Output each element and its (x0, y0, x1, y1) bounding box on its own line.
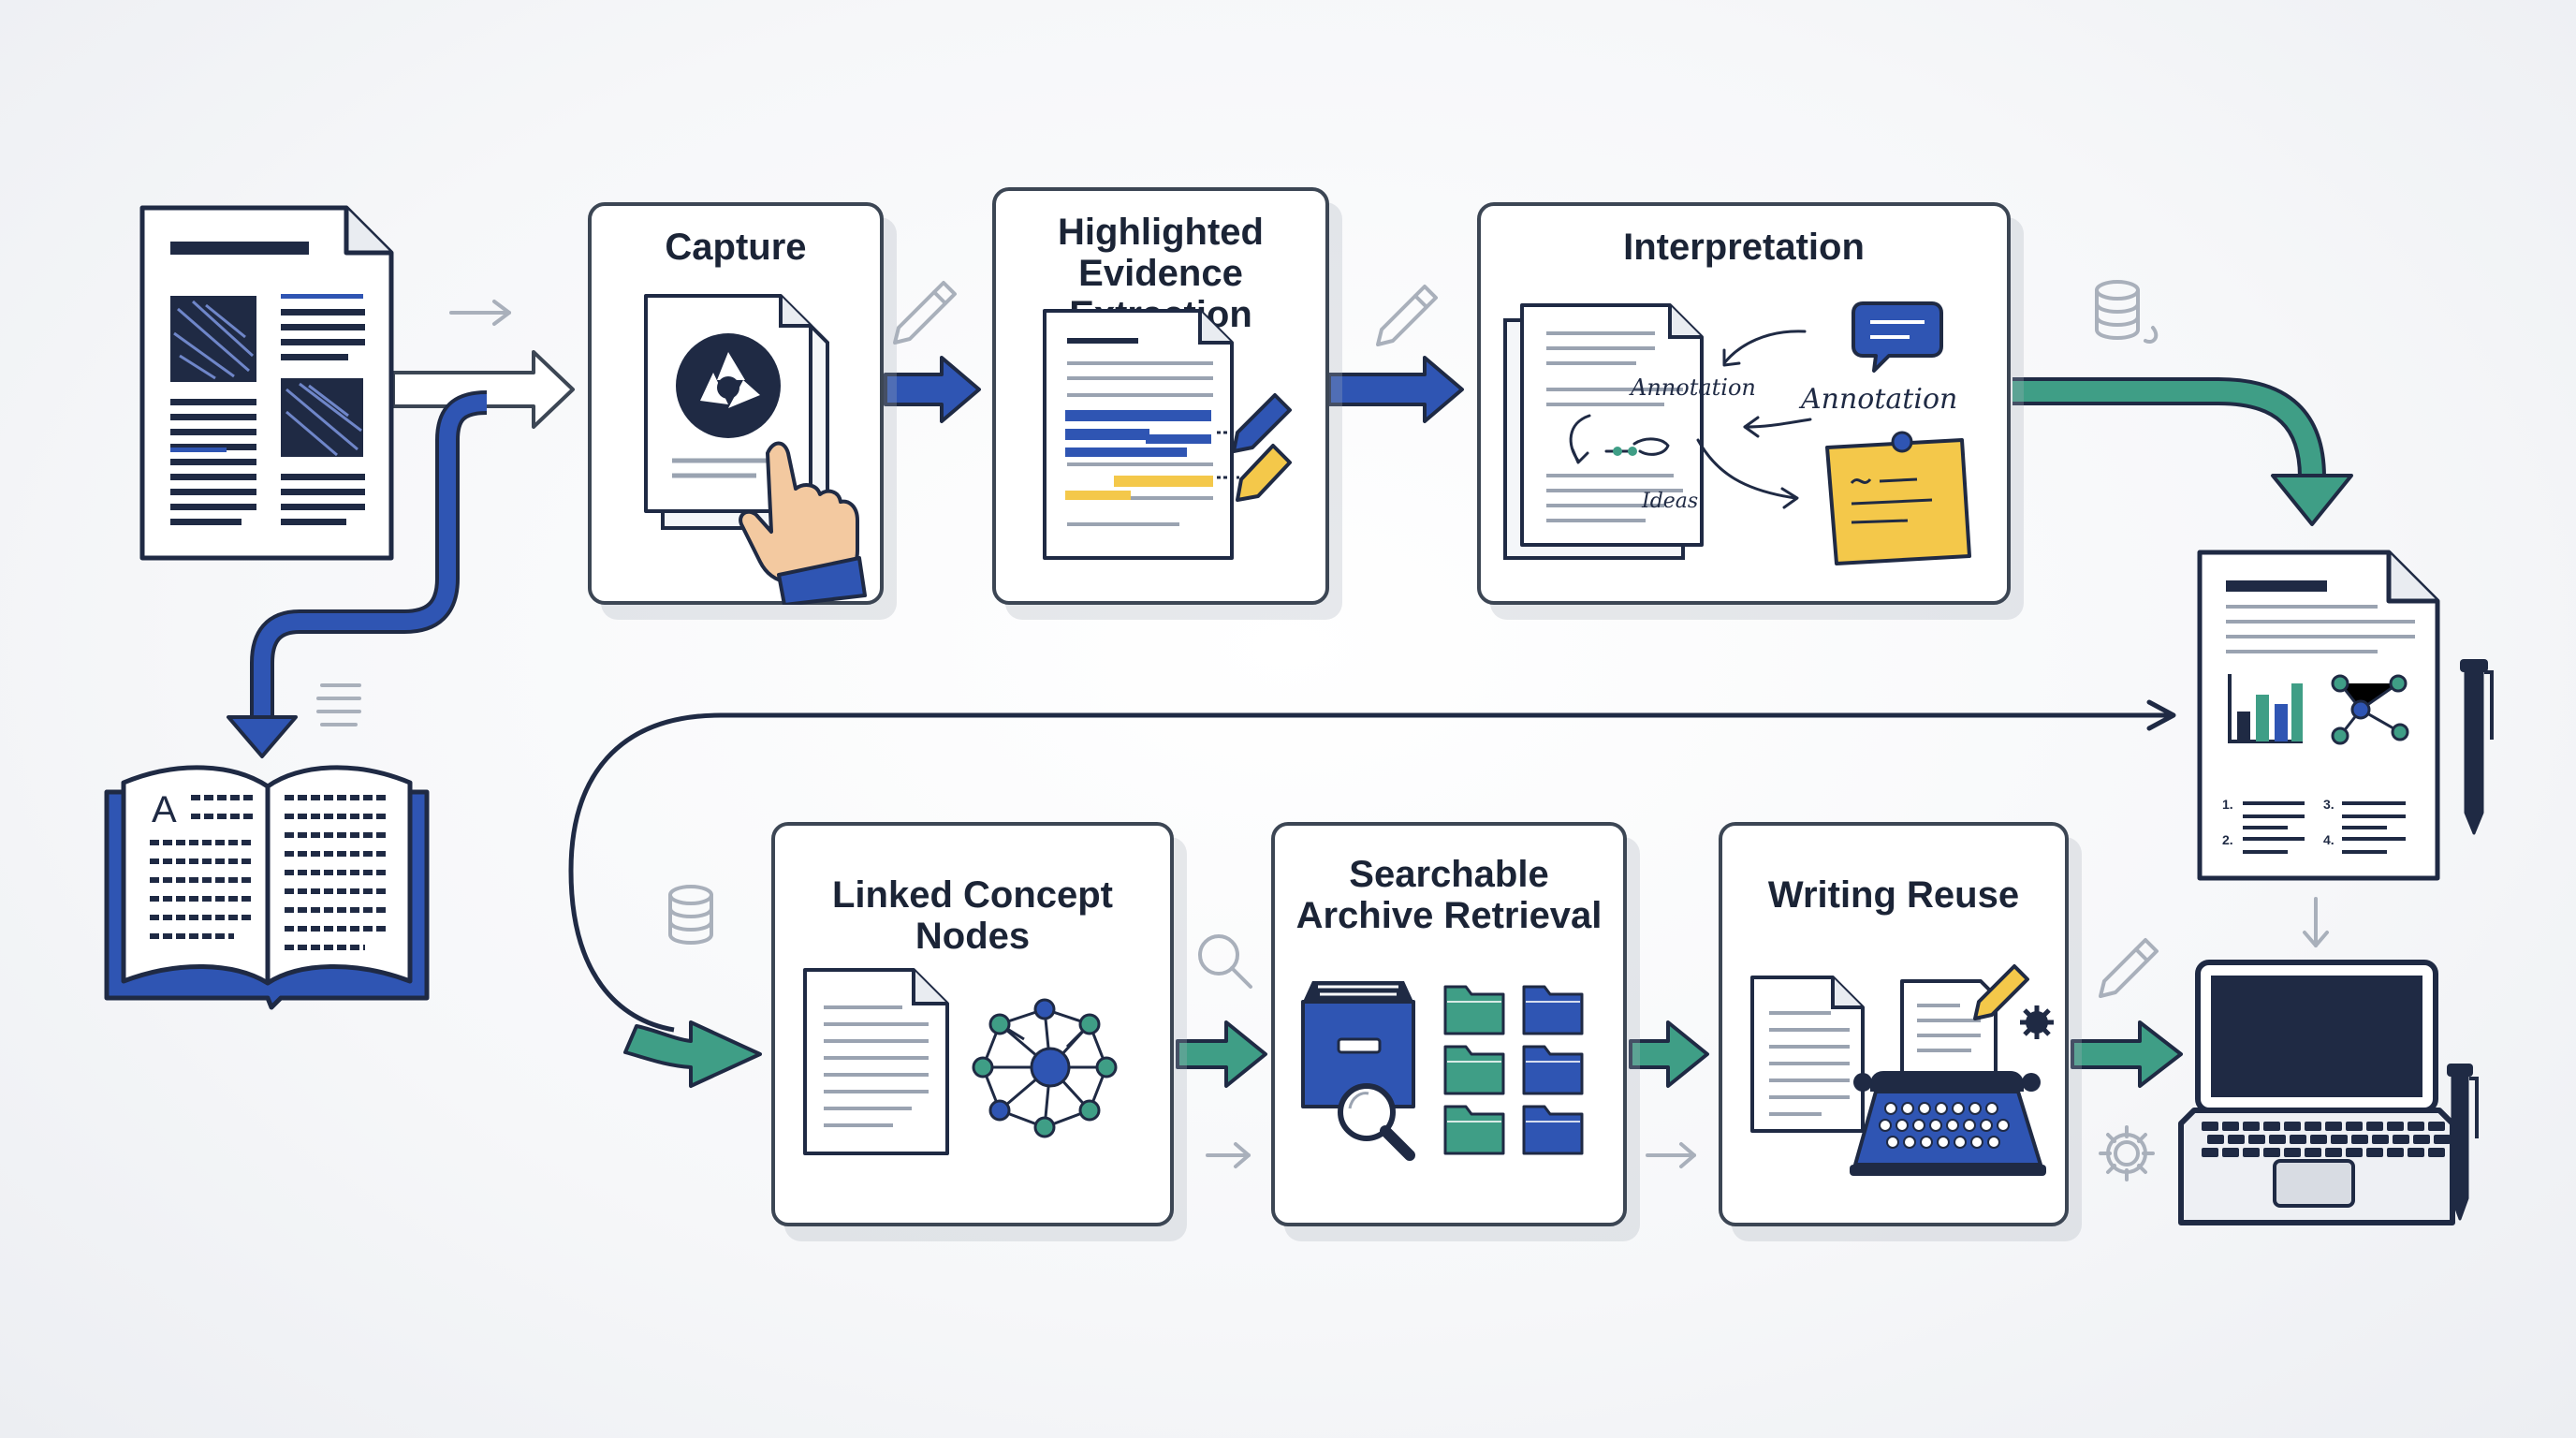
pencil-icon (893, 281, 957, 345)
loop-to-linked-arrow (623, 1020, 762, 1088)
gear-icon (2099, 1125, 2155, 1181)
database-icon (668, 885, 713, 945)
interpret-to-report-arrow (2012, 377, 2353, 526)
sticky-note-icon (1825, 431, 1971, 565)
linked-to-archive-arrow (1176, 1020, 1267, 1088)
faint-arrow-icon (449, 300, 511, 326)
highlighted-document-icon (1043, 309, 1292, 560)
step-title: Writing Reuse (1767, 874, 2020, 916)
gear-icon (2020, 1005, 2054, 1039)
pencil-icon (2099, 938, 2159, 998)
chat-bubble-icon (1852, 301, 1943, 373)
database-icon (2095, 280, 2159, 344)
step-title: Capture (665, 227, 807, 268)
highlight-to-interpret-arrow (1327, 356, 1464, 423)
faint-down-arrow-icon (2303, 897, 2329, 947)
step-linked-card: Linked Concept Nodes (771, 822, 1174, 1226)
step-capture-card: Capture (588, 202, 884, 605)
typewriter-icon (1750, 964, 2054, 1176)
faint-arrow-icon (1206, 1142, 1251, 1168)
source-to-capture-arrow (391, 350, 575, 429)
source-to-book-arrow (227, 390, 488, 758)
step-interpret-card: Interpretation Annotation Annotation Ide… (1477, 202, 2011, 605)
annotation-note-2: Annotation (1798, 383, 1957, 416)
faint-arrow-icon (1646, 1142, 1696, 1168)
step-highlight-card: Highlighted Evidence Extraction (992, 187, 1329, 605)
magnifier-icon (1198, 934, 1252, 989)
magnifier-icon (1338, 1083, 1415, 1161)
camera-shutter-document-icon (644, 294, 867, 605)
annotation-note-1: Annotation (1629, 374, 1756, 401)
concept-network-icon (803, 968, 1118, 1155)
pencil-icon (1376, 285, 1438, 346)
archive-folders-icon (1301, 981, 1584, 1161)
pencil-icon (1973, 964, 2029, 1020)
step-archive-card: Searchable Archive Retrieval (1271, 822, 1627, 1226)
ideas-note: Ideas (1641, 490, 1698, 513)
step-title: Interpretation (1623, 227, 1865, 268)
text-lines-icon (316, 683, 361, 726)
archive-to-writing-arrow (1629, 1020, 1709, 1088)
feedback-loop-arrow (568, 699, 2176, 1033)
step-title: Highlighted Evidence Extraction (1058, 212, 1264, 335)
file-drawer-icon (1301, 981, 1415, 1108)
step-title: Linked Concept Nodes (831, 874, 1114, 957)
blue-marker-icon (1232, 393, 1292, 453)
writing-to-laptop-arrow (2071, 1020, 2183, 1088)
step-writing-card: Writing Reuse (1719, 822, 2069, 1226)
step-title: Searchable Archive Retrieval (1295, 854, 1603, 936)
annotated-documents-icon: Annotation Annotation Ideas (1503, 301, 1971, 565)
capture-to-highlight-arrow (884, 356, 981, 423)
yellow-marker-icon (1236, 444, 1292, 502)
